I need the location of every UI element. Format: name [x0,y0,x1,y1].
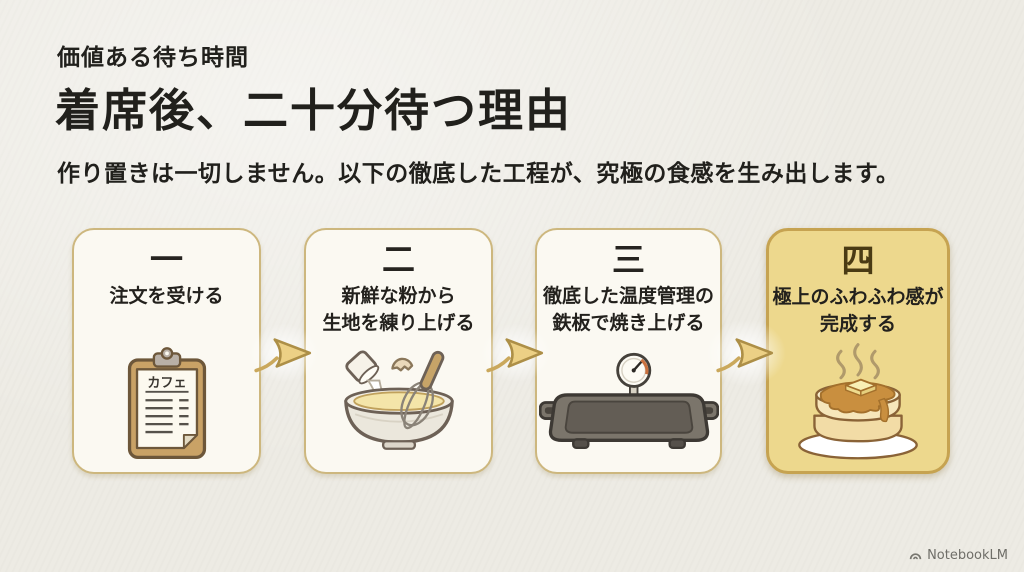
step-number: 三 [612,240,645,279]
step-number: 四 [841,241,875,280]
step-text: 新鮮な粉から 生地を練り上げる [322,285,475,335]
brand-footer: NotebookLM [909,548,1008,563]
step-number: 一 [150,240,183,279]
pancakes-icon [787,338,929,472]
arrow-right-icon [235,312,333,394]
step-card-3: 三 徹底した温度管理の 鉄板で焼き上げる [535,228,722,474]
order-clipboard-icon: カフェ [120,310,214,472]
step-card-2: 二 新鮮な粉から 生地を練り上げる [304,228,493,474]
step-card-1: 一 注文を受ける カフェ [72,228,261,474]
mixing-bowl-icon [329,337,469,472]
step-text: 徹底した温度管理の 鉄板で焼き上げる [542,285,714,335]
step-card-4: 四 極上のふわふわ感が 完成する [766,228,950,474]
step-text: 注文を受ける [109,285,224,308]
griddle-thermometer-icon [538,337,719,472]
step-number: 二 [382,240,415,279]
brand-label: NotebookLM [927,548,1008,563]
arrow-right-icon [693,308,799,398]
arrow-right-icon [467,312,565,394]
svg-text:カフェ: カフェ [147,375,186,391]
slide-subtitle: 作り置きは一切しません。以下の徹底した工程が、究極の食感を生み出します。 [57,160,900,187]
page-title: 着席後、二十分待つ理由 [55,84,573,137]
slide-kicker: 価値ある待ち時間 [57,44,249,71]
step-text: 極上のふわふわ感が 完成する [772,286,944,336]
notebooklm-logo-icon [909,549,922,562]
